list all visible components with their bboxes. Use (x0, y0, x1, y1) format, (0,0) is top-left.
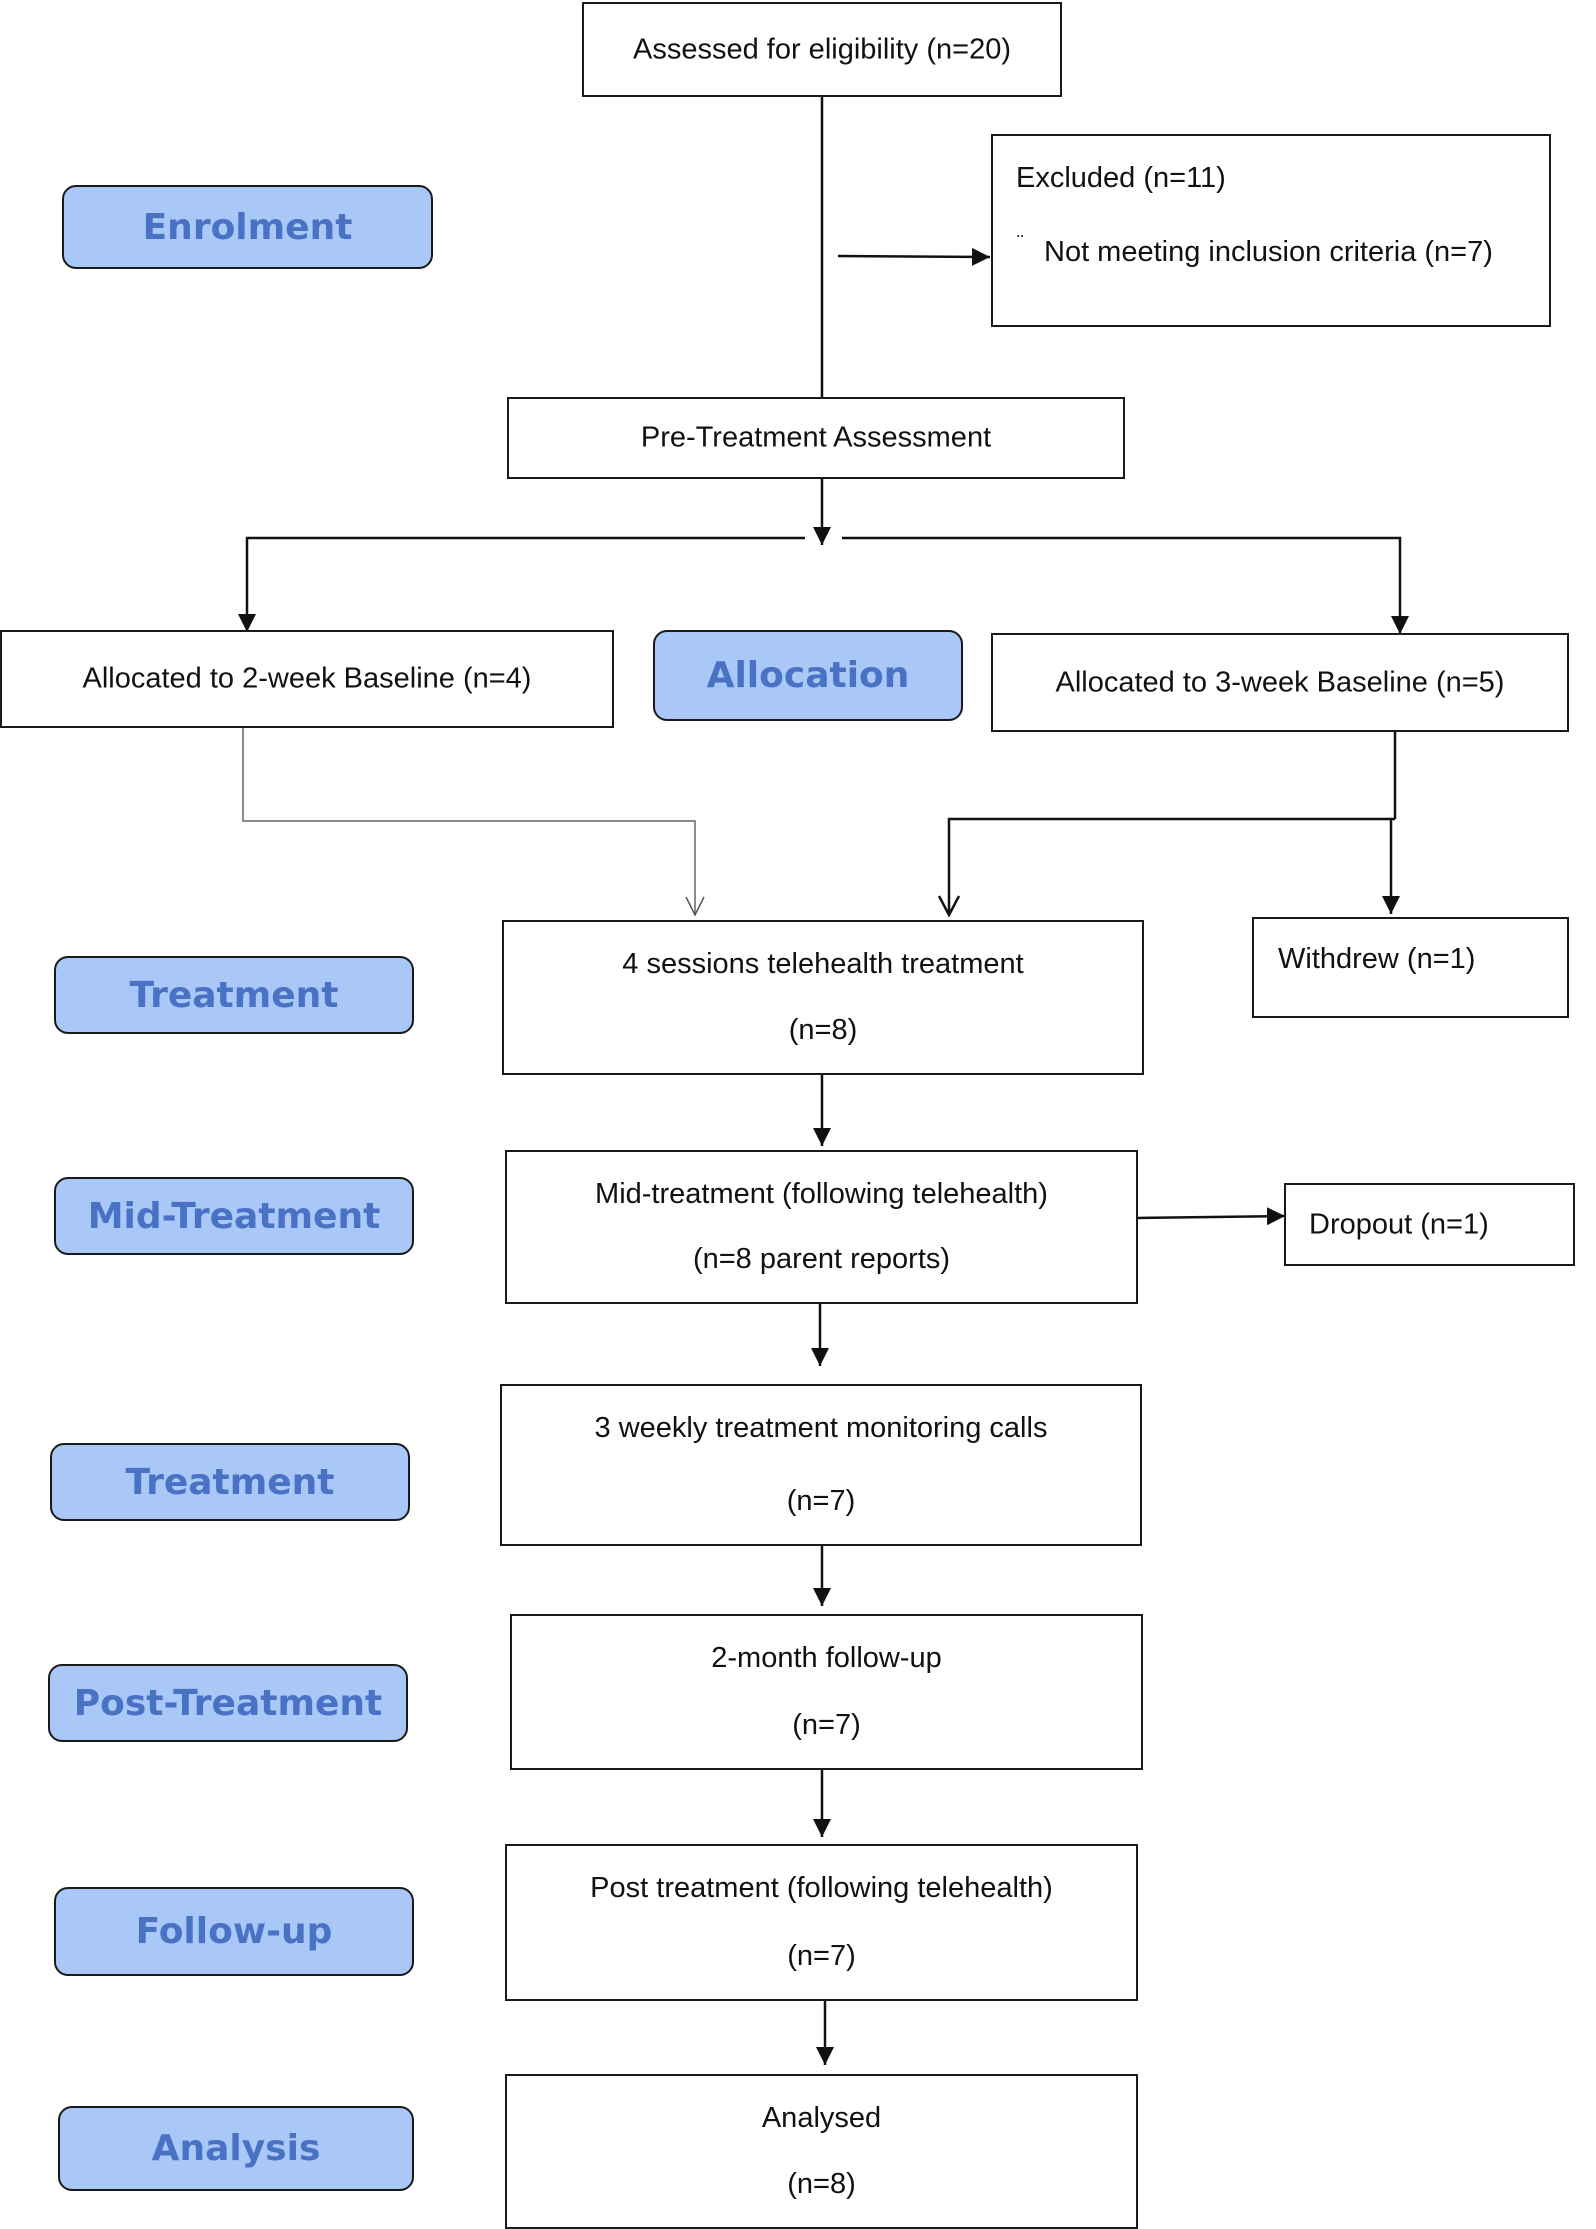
withdrew-box: Withdrew (n=1) (1252, 917, 1569, 1018)
stage-analysis: Analysis (58, 2106, 414, 2191)
excluded-bullet: ¨ (1017, 232, 1024, 254)
analysed-line1: Analysed (761, 2102, 882, 2134)
telehealth-line2: (n=8) (788, 1014, 858, 1046)
mid-treatment-line2: (n=8 parent reports) (692, 1243, 951, 1275)
stage-mid-treatment: Mid-Treatment (54, 1177, 414, 1255)
baseline-3wk-box: Allocated to 3-week Baseline (n=5) (991, 633, 1569, 732)
pre-treatment-text: Pre-Treatment Assessment (640, 421, 992, 454)
mid-treatment-box: Mid-treatment (following telehealth) (n=… (505, 1150, 1138, 1304)
stage-follow-up: Follow-up (54, 1887, 414, 1976)
withdrew-text: Withdrew (n=1) (1278, 943, 1476, 975)
stage-treatment-1-label: Treatment (129, 974, 339, 1016)
mid-treatment-line1: Mid-treatment (following telehealth) (595, 1178, 1048, 1210)
monitoring-line1: 3 weekly treatment monitoring calls (594, 1412, 1048, 1444)
stage-allocation: Allocation (653, 630, 963, 721)
assessed-text: Assessed for eligibility (n=20) (633, 33, 1011, 65)
analysed-line2: (n=8) (787, 2168, 856, 2200)
monitoring-box: 3 weekly treatment monitoring calls (n=7… (500, 1384, 1142, 1546)
stage-follow-up-label: Follow-up (135, 1911, 333, 1952)
arrow-split-to-3wk-baseline (842, 536, 1409, 634)
stage-mid-treatment-label: Mid-Treatment (87, 1195, 381, 1237)
dropout-text: Dropout (n=1) (1309, 1208, 1489, 1240)
followup-2month-line1: 2-month follow-up (711, 1642, 942, 1674)
followup-2month-box: 2-month follow-up (n=7) (510, 1614, 1143, 1770)
excluded-box: Excluded (n=11) ¨ Not meeting inclusion … (991, 134, 1551, 327)
stage-treatment-2: Treatment (50, 1443, 410, 1521)
excluded-reason: Not meeting inclusion criteria (n=7) (1044, 236, 1493, 268)
stage-post-treatment-label: Post-Treatment (73, 1682, 383, 1724)
telehealth-line1: 4 sessions telehealth treatment (622, 948, 1024, 980)
stage-analysis-label: Analysis (151, 2128, 321, 2169)
arrow-mid-to-dropout (1137, 1207, 1286, 1226)
arrow-split-to-2wk-baseline (238, 536, 805, 632)
post-treatment-box: Post treatment (following telehealth) (n… (505, 1844, 1138, 2001)
excluded-title: Excluded (n=11) (1016, 162, 1226, 194)
stage-treatment-2-label: Treatment (125, 1461, 335, 1503)
stage-enrolment-label: Enrolment (142, 206, 353, 248)
post-treatment-line1: Post treatment (following telehealth) (590, 1872, 1053, 1904)
telehealth-box: 4 sessions telehealth treatment (n=8) (502, 920, 1144, 1075)
followup-2month-line2: (n=7) (792, 1709, 861, 1741)
arrow-to-excluded (837, 247, 991, 266)
stage-post-treatment: Post-Treatment (48, 1664, 408, 1742)
baseline-3wk-text: Allocated to 3-week Baseline (n=5) (1055, 666, 1505, 698)
stage-enrolment: Enrolment (62, 185, 433, 269)
assessed-box: Assessed for eligibility (n=20) (582, 2, 1062, 97)
baseline-2wk-text: Allocated to 2-week Baseline (n=4) (82, 662, 532, 695)
arrow-2wk-baseline-to-telehealth (242, 728, 695, 915)
dropout-box: Dropout (n=1) (1284, 1183, 1575, 1266)
stage-treatment-1: Treatment (54, 956, 414, 1034)
post-treatment-line2: (n=7) (787, 1940, 856, 1972)
arrow-3wk-baseline-to-telehealth (949, 817, 1395, 915)
analysed-box: Analysed (n=8) (505, 2074, 1138, 2229)
stage-allocation-label: Allocation (706, 655, 910, 696)
baseline-2wk-box: Allocated to 2-week Baseline (n=4) (0, 630, 614, 728)
pre-treatment-box: Pre-Treatment Assessment (507, 397, 1125, 479)
monitoring-line2: (n=7) (786, 1485, 856, 1517)
